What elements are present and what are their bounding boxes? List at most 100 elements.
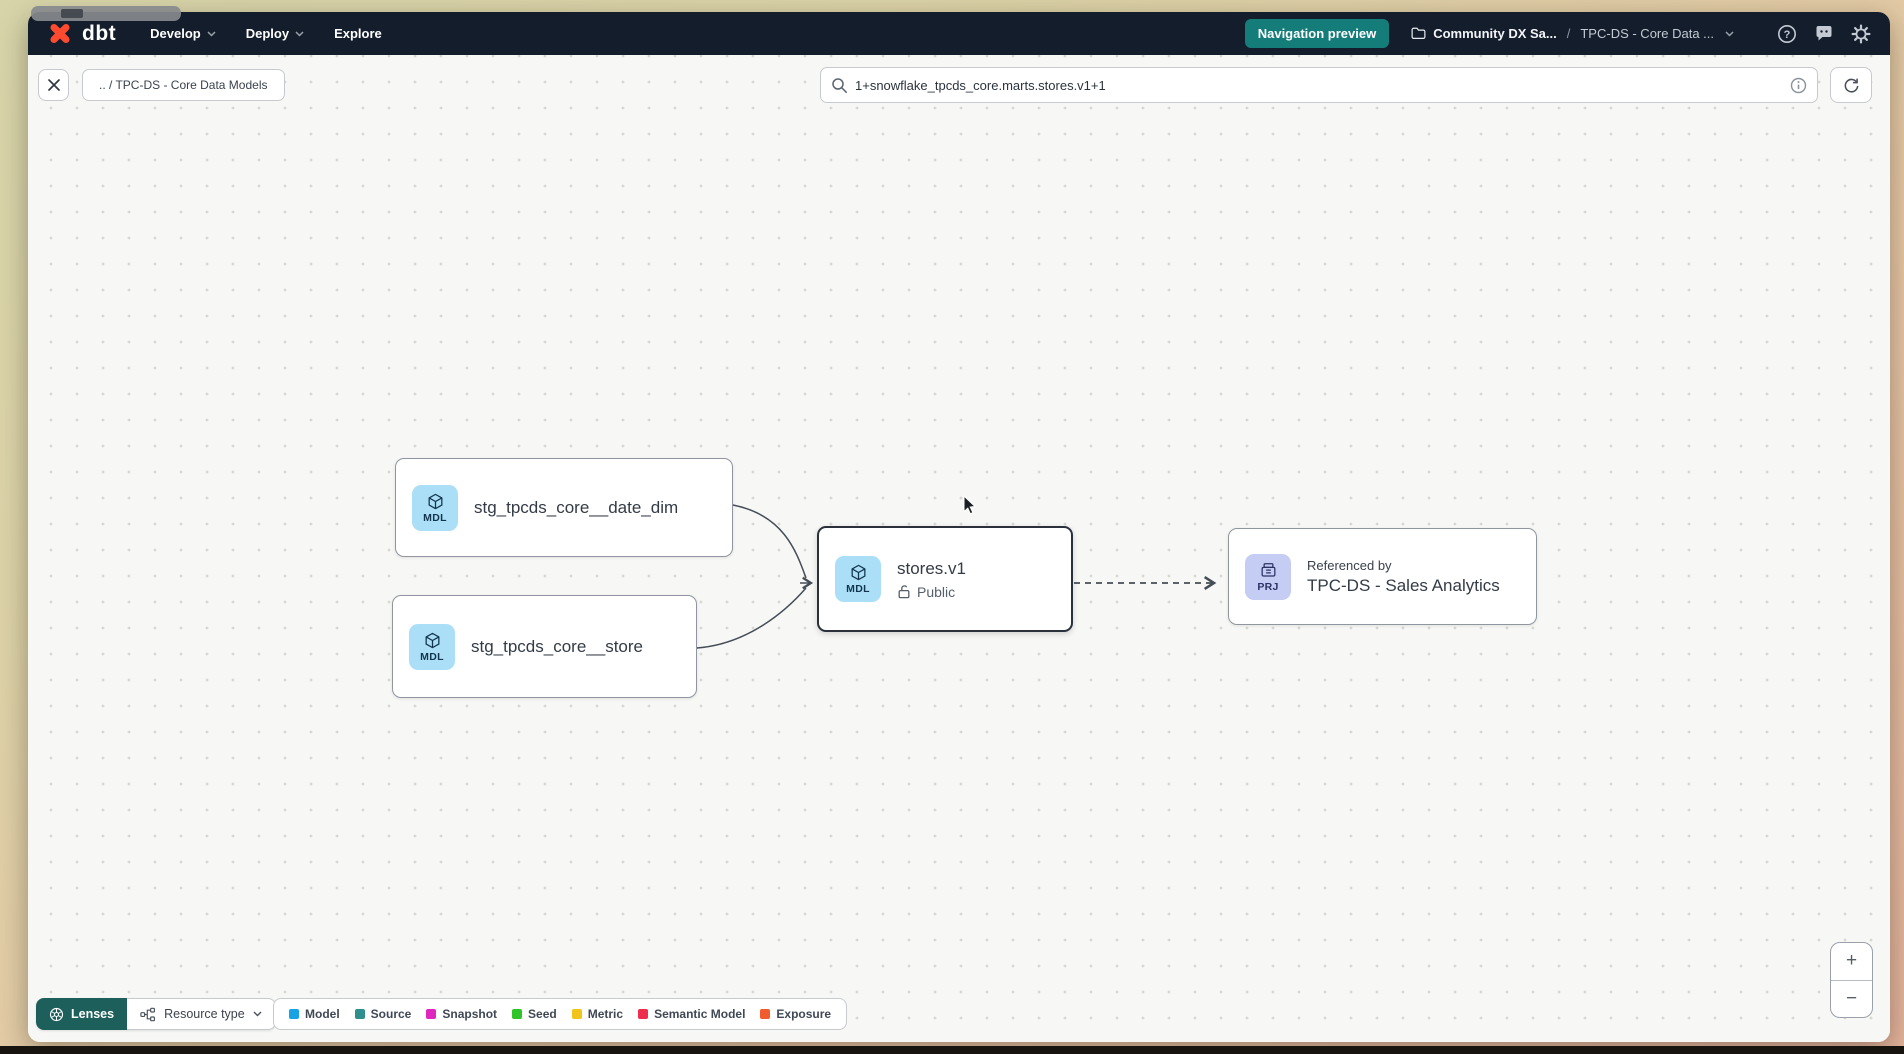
zoom-in-button[interactable]: + bbox=[1831, 943, 1872, 980]
legend-item: Metric bbox=[571, 1007, 624, 1021]
dbt-logo-text: dbt bbox=[82, 21, 117, 45]
cube-icon bbox=[428, 493, 442, 509]
screen-share-tab bbox=[31, 6, 181, 21]
archive-icon bbox=[1261, 562, 1275, 577]
legend-swatch-icon bbox=[354, 1009, 365, 1019]
graph-node-stores-v1[interactable]: MDL stores.v1 Public bbox=[817, 526, 1073, 632]
resource-type-label: Resource type bbox=[164, 1007, 245, 1021]
legend-item: Semantic Model bbox=[638, 1007, 745, 1021]
app-window: dbt Develop Deploy Explore Navigation pr… bbox=[28, 12, 1890, 1042]
lens-icon bbox=[49, 1007, 64, 1021]
svg-text:?: ? bbox=[1784, 29, 1791, 41]
chevron-down-icon bbox=[207, 30, 216, 37]
nav-deploy-label: Deploy bbox=[245, 26, 290, 41]
nav-deploy[interactable]: Deploy bbox=[246, 26, 304, 41]
model-badge: MDL bbox=[409, 623, 455, 670]
legend-item: Source bbox=[354, 1007, 412, 1021]
legend-swatch-icon bbox=[760, 1009, 771, 1019]
dbt-logo[interactable]: dbt bbox=[46, 20, 116, 48]
chevron-down-icon bbox=[253, 1011, 262, 1017]
topbar-right: Navigation preview Community DX Sa... / … bbox=[1244, 19, 1872, 48]
desktop-bottom-edge bbox=[0, 1046, 1904, 1054]
legend-swatch-icon bbox=[638, 1009, 649, 1019]
legend-label: Seed bbox=[528, 1007, 557, 1021]
access-row: Public bbox=[897, 584, 966, 600]
graph-node-tpcds-sales-analytics[interactable]: PRJ Referenced by TPC-DS - Sales Analyti… bbox=[1228, 528, 1537, 625]
legend-label: Semantic Model bbox=[654, 1007, 746, 1021]
search-input[interactable] bbox=[855, 77, 1783, 93]
topbar-icon-group: ? bbox=[1776, 23, 1872, 45]
legend-label: Model bbox=[305, 1007, 340, 1021]
resource-type-button[interactable]: Resource type bbox=[127, 998, 276, 1030]
graph-node-stg-tpcds-core-store[interactable]: MDL stg_tpcds_core__store bbox=[392, 595, 697, 698]
legend-items: Model Source Snapshot Seed Metric Semantic Mo… bbox=[273, 998, 848, 1030]
badge-label: MDL bbox=[423, 511, 447, 524]
lineage-search bbox=[820, 67, 1818, 103]
mouse-cursor bbox=[963, 495, 977, 515]
legend-item: Snapshot bbox=[426, 1007, 497, 1021]
legend-swatch-icon bbox=[289, 1009, 299, 1019]
refresh-icon bbox=[1844, 78, 1858, 92]
legend-item: Seed bbox=[512, 1007, 557, 1021]
node-label: stg_tpcds_core__date_dim bbox=[474, 497, 679, 517]
unlock-icon bbox=[898, 585, 910, 599]
node-kicker: Referenced by bbox=[1307, 557, 1392, 573]
access-label: Public bbox=[917, 583, 956, 600]
main-nav: Develop Deploy Explore bbox=[150, 26, 382, 41]
top-navigation-bar: dbt Develop Deploy Explore Navigation pr… bbox=[28, 12, 1890, 55]
screen-share-icon bbox=[61, 9, 83, 18]
cube-icon bbox=[851, 564, 865, 581]
legend-item: Exposure bbox=[760, 1007, 831, 1021]
nav-explore-label: Explore bbox=[334, 26, 382, 41]
badge-label: MDL bbox=[846, 583, 870, 595]
legend-swatch-icon bbox=[426, 1009, 437, 1019]
node-label: stg_tpcds_core__store bbox=[471, 636, 643, 656]
cube-icon bbox=[425, 632, 439, 648]
close-icon bbox=[47, 79, 60, 91]
hierarchy-icon bbox=[140, 1007, 156, 1021]
lenses-label: Lenses bbox=[71, 1007, 115, 1021]
close-button[interactable] bbox=[38, 69, 69, 101]
badge-label: PRJ bbox=[1257, 580, 1279, 593]
legend-swatch-icon bbox=[571, 1009, 582, 1019]
legend-label: Snapshot bbox=[442, 1007, 498, 1021]
folder-icon bbox=[1411, 27, 1426, 39]
badge-label: MDL bbox=[420, 650, 444, 663]
nav-develop-label: Develop bbox=[150, 26, 201, 41]
lenses-button[interactable]: Lenses bbox=[36, 998, 128, 1030]
dbt-logo-icon bbox=[46, 20, 74, 48]
model-badge: MDL bbox=[835, 556, 881, 602]
project-breadcrumb[interactable]: TPC-DS - Core Data ... bbox=[1580, 26, 1714, 41]
refresh-button[interactable] bbox=[1830, 67, 1872, 103]
lenses-group: Lenses Resource type bbox=[36, 998, 276, 1030]
legend-label: Exposure bbox=[776, 1007, 832, 1021]
chevron-down-icon[interactable] bbox=[1725, 30, 1734, 37]
graph-node-stg-tpcds-core-date-dim[interactable]: MDL stg_tpcds_core__date_dim bbox=[395, 458, 733, 557]
edge-date-dim-to-stores bbox=[732, 504, 807, 579]
help-icon[interactable]: ? bbox=[1776, 23, 1798, 45]
breadcrumb-separator: / bbox=[1566, 26, 1571, 41]
feedback-icon[interactable] bbox=[1813, 23, 1835, 45]
search-icon bbox=[832, 78, 847, 93]
info-icon[interactable] bbox=[1790, 77, 1807, 94]
project-badge: PRJ bbox=[1245, 553, 1291, 600]
legend-label: Source bbox=[370, 1007, 412, 1021]
graph-toolbar: .. / TPC-DS - Core Data Models bbox=[38, 67, 1872, 103]
navigation-preview-badge[interactable]: Navigation preview bbox=[1244, 19, 1390, 48]
nav-develop[interactable]: Develop bbox=[150, 26, 216, 41]
chevron-down-icon bbox=[295, 30, 304, 37]
legend-label: Metric bbox=[587, 1007, 624, 1021]
legend-swatch-icon bbox=[512, 1009, 523, 1019]
gear-icon[interactable] bbox=[1850, 23, 1872, 45]
node-label: stores.v1 bbox=[897, 558, 966, 578]
legend-item: Model bbox=[289, 1007, 340, 1021]
lineage-canvas[interactable]: .. / TPC-DS - Core Data Models bbox=[28, 55, 1890, 1042]
breadcrumb: Community DX Sa... / TPC-DS - Core Data … bbox=[1411, 26, 1734, 41]
node-label: TPC-DS - Sales Analytics bbox=[1307, 575, 1500, 595]
zoom-out-button[interactable]: − bbox=[1831, 981, 1872, 1018]
nav-explore[interactable]: Explore bbox=[334, 26, 382, 41]
model-badge: MDL bbox=[412, 484, 458, 531]
lineage-breadcrumb-chip[interactable]: .. / TPC-DS - Core Data Models bbox=[82, 69, 285, 101]
account-breadcrumb[interactable]: Community DX Sa... bbox=[1433, 26, 1557, 41]
zoom-divider bbox=[1831, 979, 1872, 981]
